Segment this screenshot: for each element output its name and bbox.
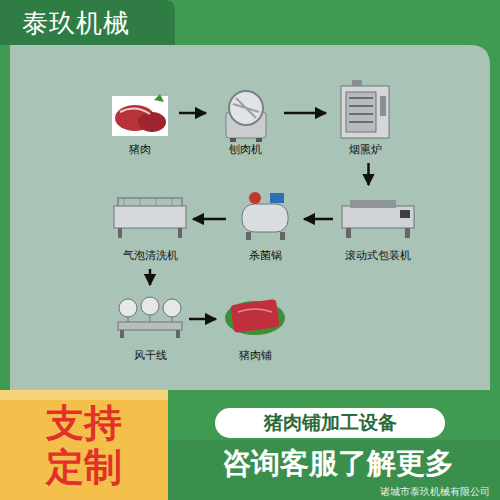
contact-banner: 咨询客服了解更多 — [180, 444, 496, 484]
jerky-icon — [225, 299, 285, 335]
process-machine: 滚动式包装机 — [336, 188, 420, 266]
raw-material: 猪肉 — [104, 82, 176, 160]
brand-title: 泰玖机械 — [22, 6, 130, 41]
node-label: 烟熏炉 — [349, 142, 382, 160]
flow-arrow — [304, 218, 333, 221]
node-label: 滚动式包装机 — [345, 248, 411, 266]
node-label: 风干线 — [134, 348, 167, 366]
pork-icon — [112, 94, 168, 136]
flow-arrow — [284, 112, 326, 115]
smoker-icon — [341, 80, 389, 138]
node-label: 刨肉机 — [229, 142, 262, 160]
washer-icon — [114, 198, 186, 238]
watermark-text: 诸城市泰玖机械有限公司 — [380, 485, 490, 499]
banner-text: 猪肉铺加工设备 — [264, 410, 397, 436]
banner-text: 咨询客服了解更多 — [222, 444, 454, 484]
process-machine: 风干线 — [114, 288, 186, 366]
node-label: 杀菌锅 — [249, 248, 282, 266]
banner-text: 支持 定制 — [42, 402, 126, 489]
process-machine: 杀菌锅 — [229, 188, 301, 266]
node-label: 气泡清洗机 — [123, 248, 178, 266]
flow-arrow — [189, 318, 216, 321]
node-label: 猪肉铺 — [239, 348, 272, 366]
process-machine: 烟熏炉 — [329, 82, 401, 160]
packer-icon — [342, 200, 414, 238]
air-dryer-icon — [118, 297, 182, 338]
sterilizer-icon — [242, 192, 288, 240]
product-pill: 猪肉铺加工设备 — [215, 408, 445, 438]
node-label: 猪肉 — [129, 142, 151, 160]
final-product: 猪肉铺 — [219, 288, 291, 366]
flow-arrow — [179, 112, 206, 115]
process-machine: 刨肉机 — [209, 82, 281, 160]
flow-arrow — [193, 218, 226, 221]
custom-badge: 支持 定制 — [10, 398, 158, 494]
process-machine: 气泡清洗机 — [110, 188, 190, 266]
flow-arrow — [149, 269, 152, 285]
slicer-icon — [226, 91, 266, 142]
flow-arrow — [367, 163, 370, 185]
